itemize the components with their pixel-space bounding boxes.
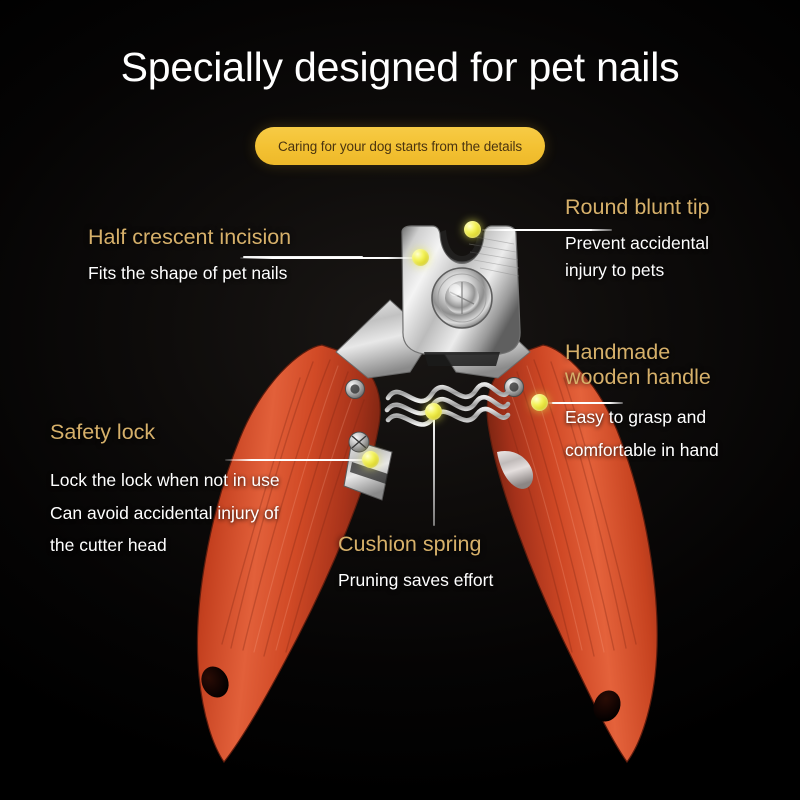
cushion-spring (384, 382, 511, 427)
callout-body-line: Prevent accidental (565, 233, 709, 254)
marker-dot-round-blunt-tip (464, 221, 481, 238)
safety-lock-lever (343, 431, 393, 501)
callout-body-line: Pruning saves effort (338, 570, 494, 591)
leader-line-round-blunt-tip (482, 229, 612, 231)
callout-heading: Safety lock (50, 420, 156, 444)
callout-heading-line: Handmade (565, 340, 671, 364)
callout-body-line: injury to pets (565, 259, 665, 280)
subtitle-pill-label: Caring for your dog starts from the deta… (277, 138, 523, 154)
marker-dot-wooden-handle (531, 394, 548, 411)
subtitle-pill: Caring for your dog starts from the deta… (255, 127, 545, 165)
callout-safety-lock: Safety lock Lock the lock when not in us… (50, 420, 280, 559)
callout-body-line: Can avoid accidental injury of (50, 502, 279, 523)
marker-dot-safety-lock (362, 451, 379, 468)
callout-heading: Cushion spring (338, 532, 482, 556)
marker-dot-half-crescent (412, 249, 429, 266)
leader-line-wooden-handle (548, 402, 623, 404)
callout-heading: Round blunt tip (565, 195, 710, 219)
leader-line-safety-lock (225, 459, 373, 461)
marker-dot-cushion-spring (425, 403, 442, 420)
callout-half-crescent-incision: Half crescent incision Fits the shape of… (88, 225, 291, 287)
callout-handmade-wooden-handle: Handmade wooden handle Easy to grasp and… (565, 340, 719, 463)
callout-body-line: Lock the lock when not in use (50, 470, 280, 491)
callout-body-line: comfortable in hand (565, 439, 719, 460)
callout-round-blunt-tip: Round blunt tip Prevent accidental injur… (565, 195, 710, 283)
page-title: Specially designed for pet nails (120, 44, 680, 90)
callout-cushion-spring: Cushion spring Pruning saves effort (338, 532, 493, 594)
crescent-blade-head (335, 225, 531, 379)
callout-body-line: Easy to grasp and (565, 407, 707, 428)
leader-line-cushion-spring (433, 416, 435, 526)
callout-heading: Half crescent incision (88, 225, 292, 249)
leader-line-half-crescent (240, 257, 420, 259)
callout-body-line: the cutter head (50, 535, 167, 556)
wooden-handle-right (486, 344, 658, 764)
wooden-handle-left (196, 344, 381, 764)
callout-heading-line: wooden handle (565, 365, 711, 390)
callout-body-line: Fits the shape of pet nails (88, 263, 288, 284)
